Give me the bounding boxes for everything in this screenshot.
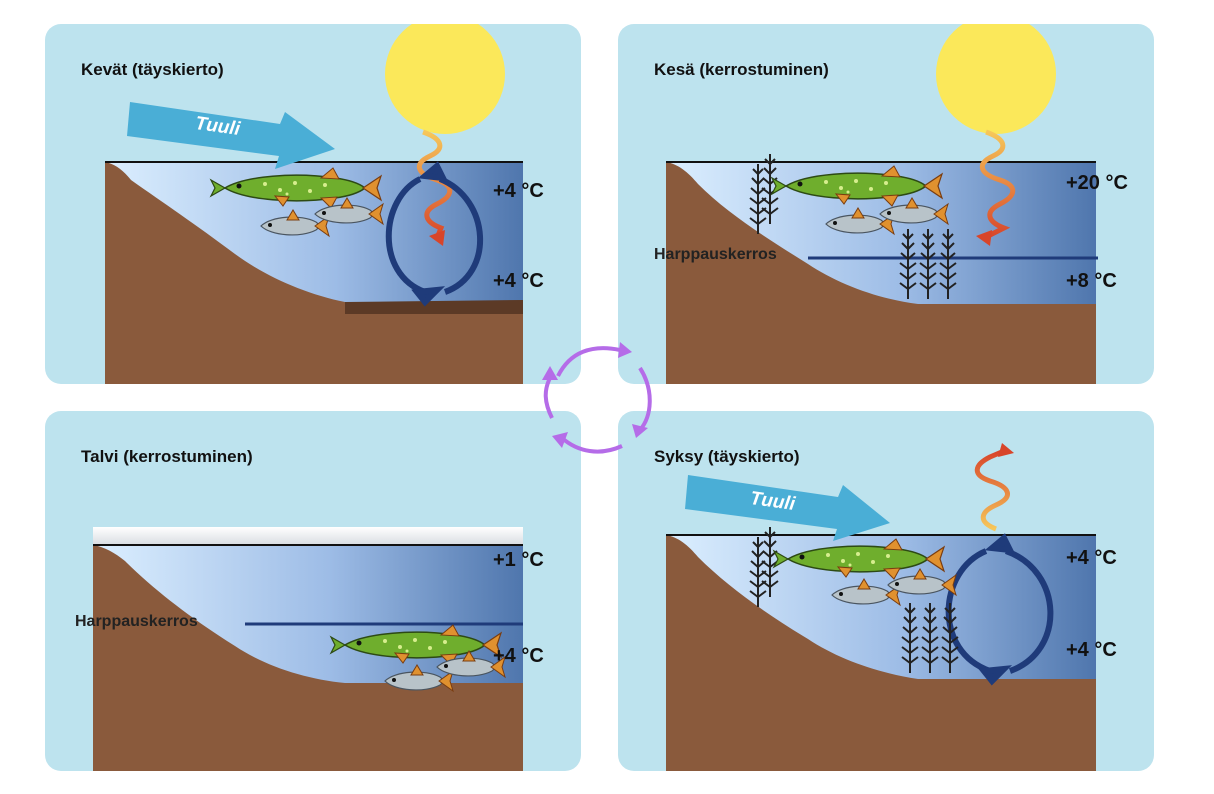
panel-title: Kevät (täyskierto) xyxy=(81,60,224,79)
lake-bottom-soil xyxy=(666,535,1096,771)
sun-icon xyxy=(385,24,505,134)
panel-winter: Talvi (kerrostuminen) Harppauskerros +1 … xyxy=(45,411,581,771)
temp-top: +4 °C xyxy=(1066,547,1117,569)
temp-bottom: +8 °C xyxy=(1066,270,1117,292)
lake-bottom-soil xyxy=(93,545,523,771)
wind-arrow-icon xyxy=(685,475,890,541)
thermocline-label: Harppauskerros xyxy=(75,613,198,630)
circulation-arrows-icon xyxy=(385,161,483,307)
temp-top: +4 °C xyxy=(493,180,544,202)
lake-bottom-soil xyxy=(666,162,1096,384)
panel-spring: Kevät (täyskierto) Tuuli +4 °C +4 °C xyxy=(45,24,581,384)
lake-bottom-soil xyxy=(105,162,523,384)
heat-wave-icon xyxy=(974,443,1014,532)
sun-icon xyxy=(936,24,1056,134)
temp-top: +1 °C xyxy=(493,549,544,571)
temp-bottom: +4 °C xyxy=(1066,639,1117,661)
wind-arrow-icon xyxy=(127,102,335,169)
panel-title: Kesä (kerrostuminen) xyxy=(654,60,829,79)
temp-bottom: +4 °C xyxy=(493,645,544,667)
temp-bottom: +4 °C xyxy=(493,270,544,292)
heat-wave-icon xyxy=(976,129,1016,246)
thermocline-label: Harppauskerros xyxy=(654,246,777,263)
temp-top: +20 °C xyxy=(1066,172,1128,194)
ice-layer xyxy=(93,527,523,545)
panel-title: Syksy (täyskierto) xyxy=(654,447,800,466)
panel-autumn: Syksy (täyskierto) Tuuli +4 °C +4 °C xyxy=(618,411,1154,771)
season-cycle-icon xyxy=(542,342,652,454)
panel-summer: Kesä (kerrostuminen) Harppauskerros +20 … xyxy=(618,24,1154,384)
panel-title: Talvi (kerrostuminen) xyxy=(81,447,253,466)
